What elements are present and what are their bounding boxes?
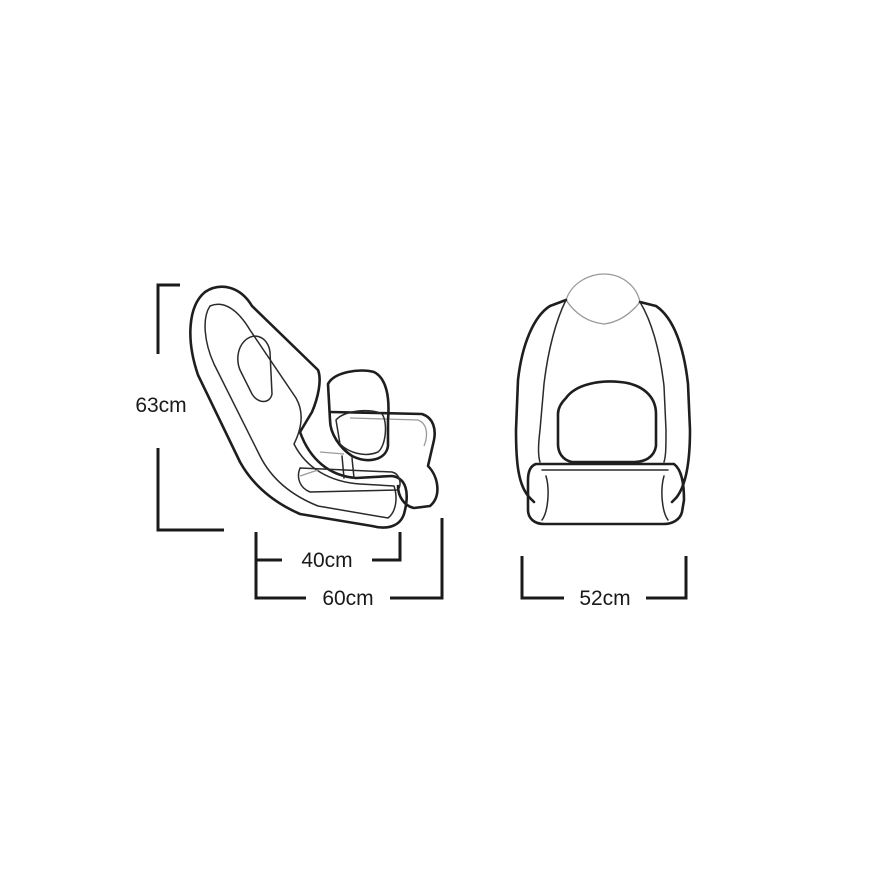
width-label: 52cm [579,587,630,610]
width-bracket-left [520,556,564,600]
width-dimension: 52cm [520,556,688,610]
width-bracket-right [646,556,688,600]
seat-side-view [189,285,439,529]
seat-front-view [514,273,692,526]
height-label: 63cm [135,394,186,417]
overall-depth-bracket-left [254,560,306,600]
height-bracket-top [156,283,180,354]
height-bracket-bottom [156,448,224,532]
overall-depth-bracket-right [390,518,444,600]
overall-depth-dimension: 60cm [254,518,444,610]
seat-depth-label: 40cm [301,549,352,572]
height-dimension: 63cm [135,283,224,532]
seat-depth-dimension: 40cm [254,532,402,572]
overall-depth-label: 60cm [322,587,373,610]
seat-depth-bracket-left [254,532,282,562]
seat-depth-bracket-right [372,532,402,562]
